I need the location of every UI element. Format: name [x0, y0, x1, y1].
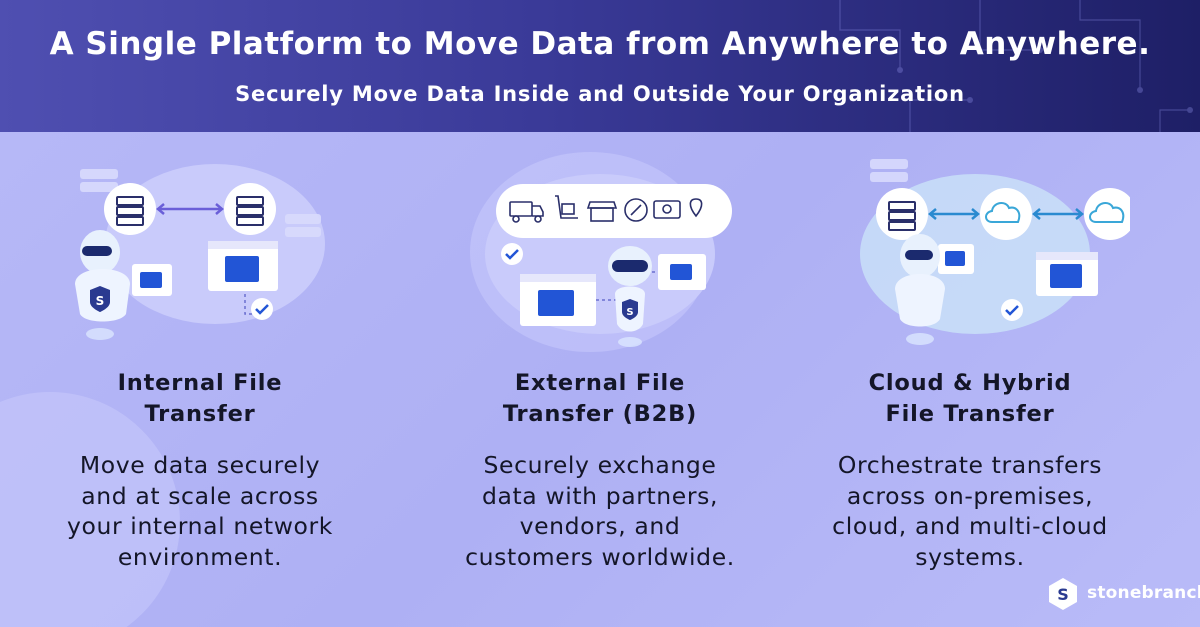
feature-internal-transfer: S Internal File Transfer Move data secur… [0, 132, 400, 627]
svg-text:S: S [96, 294, 105, 308]
feature-description: Securely exchange data with partners, ve… [465, 451, 735, 571]
feature-external-transfer: S External File Transfer (B2B) Securely … [400, 132, 800, 627]
content-area: S Internal File Transfer Move data secur… [0, 132, 1200, 627]
brand-name: stonebranch [1087, 583, 1200, 603]
feature-title: Cloud & Hybrid File Transfer [868, 370, 1072, 427]
robot-partners-icon: S [485, 174, 732, 347]
feature-description: Move data securely and at scale across y… [67, 451, 333, 571]
stonebranch-logo[interactable]: S stonebranch [1046, 577, 1200, 611]
stonebranch-hexagon-icon: S [1049, 578, 1077, 610]
page-subtitle: Securely Move Data Inside and Outside Yo… [235, 82, 965, 106]
feature-title: Internal File Transfer [117, 370, 283, 427]
page-title: A Single Platform to Move Data from Anyw… [49, 26, 1151, 62]
feature-title: External File Transfer (B2B) [502, 370, 698, 427]
circuit-decoration [839, 0, 1193, 132]
robot-server-to-server-icon: S [75, 164, 325, 340]
svg-text:S: S [1057, 585, 1069, 604]
feature-cloud-transfer: Cloud & Hybrid File Transfer Orchestrate… [770, 132, 1170, 627]
header-banner: A Single Platform to Move Data from Anyw… [0, 0, 1200, 132]
robot-cloud-icon [860, 159, 1130, 345]
svg-text:S: S [626, 307, 633, 318]
feature-description: Orchestrate transfers across on-premises… [832, 451, 1108, 571]
